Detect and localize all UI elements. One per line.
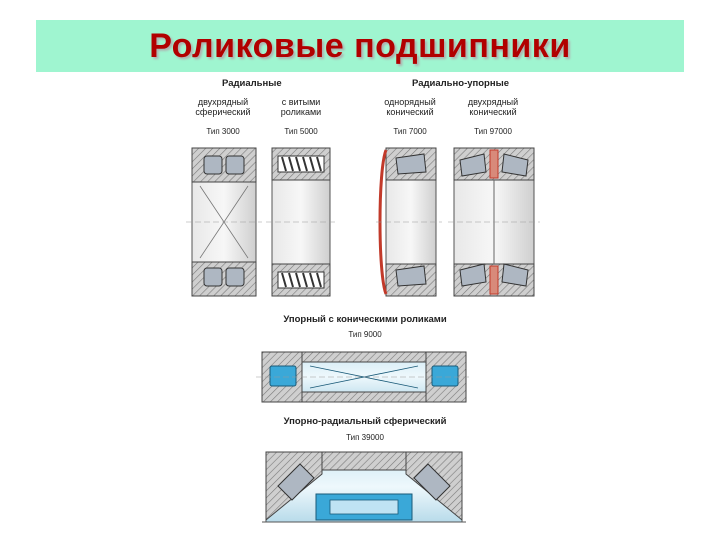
group-label-radial: Радиальные <box>222 78 282 89</box>
bearing-tapered-single-drawing <box>376 147 442 297</box>
bearing-tapered-double-drawing <box>448 147 540 297</box>
thrust-tapered-type: Тип 9000 <box>348 330 382 339</box>
thrust-spherical-drawing <box>262 451 466 523</box>
bearing-2-name-line1: с витыми <box>281 97 321 107</box>
bearing-1-name-line2: сферический <box>195 107 251 117</box>
thrust-tapered-drawing <box>256 351 472 403</box>
bearing-4-type: Тип 97000 <box>474 127 512 136</box>
bearing-1-name-line1: двухрядный <box>197 97 249 107</box>
bearing-4-name-line2: конический <box>469 107 517 117</box>
group-label-radial-thrust: Радиально-упорные <box>412 78 509 89</box>
bearing-1-type: Тип 3000 <box>206 127 240 136</box>
thrust-spherical-type: Тип 39000 <box>346 433 384 442</box>
bearing-3-name-line1: однорядный <box>384 97 436 107</box>
slide-title: Роликовые подшипники <box>149 26 571 65</box>
bearing-twisted-roller-drawing <box>266 147 336 297</box>
thrust-spherical-label: Упорно-радиальный сферический <box>283 416 447 427</box>
title-bar: Роликовые подшипники <box>36 20 684 72</box>
bearing-2-name-line2: роликами <box>280 107 322 117</box>
bearing-2-type: Тип 5000 <box>284 127 318 136</box>
bearing-4-name-line1: двухрядный <box>467 97 519 107</box>
bearing-3-type: Тип 7000 <box>393 127 427 136</box>
bearing-spherical-drawing <box>186 147 262 297</box>
thrust-tapered-label: Упорный с коническими роликами <box>283 314 447 325</box>
bearing-3-name-line2: конический <box>386 107 434 117</box>
